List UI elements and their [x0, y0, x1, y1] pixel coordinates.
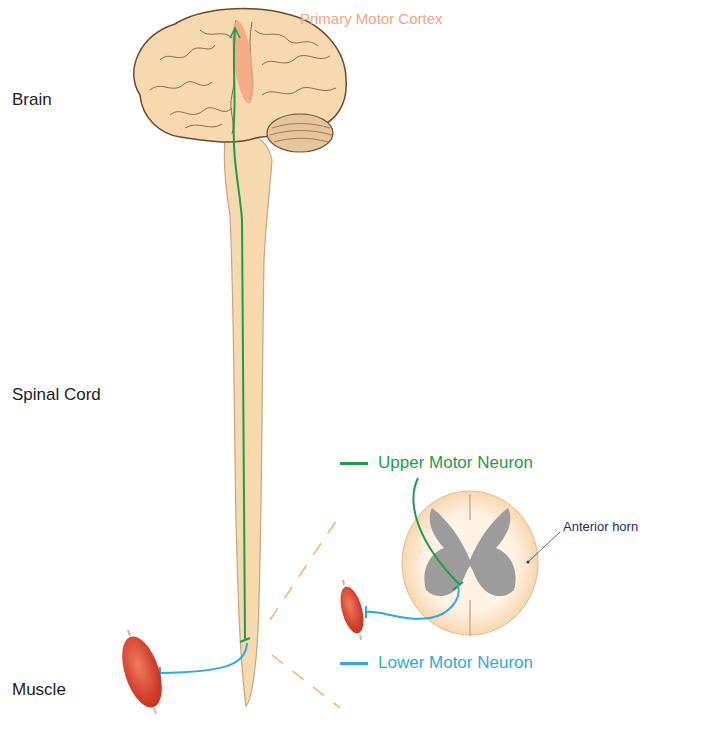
legend-text: Upper Motor Neuron	[378, 453, 678, 473]
part-label: Anterior horn	[563, 520, 703, 535]
legend-line-sample	[340, 662, 368, 665]
lower-motor-neuron-section	[366, 585, 459, 619]
tendon	[128, 630, 156, 714]
legend-line-sample	[340, 462, 368, 465]
region-label: Primary Motor Cortex	[300, 10, 560, 27]
neuron-dendrite	[230, 28, 240, 38]
synapse-tick	[240, 638, 250, 642]
region-label: Brain	[12, 90, 132, 110]
spinal-cord	[224, 128, 272, 706]
muscle	[114, 632, 169, 713]
median-fissure	[469, 494, 470, 636]
spinal-cord-cross-section	[402, 491, 538, 635]
legend-text: Lower Motor Neuron	[378, 653, 678, 673]
leader-dot	[526, 560, 529, 563]
cerebellum	[267, 114, 333, 152]
lower-motor-neuron-path	[160, 643, 247, 673]
muscle-small	[336, 584, 368, 636]
region-label: Spinal Cord	[12, 385, 172, 405]
gray-matter	[424, 508, 515, 596]
tendon	[343, 580, 361, 640]
neuromuscular-junction	[365, 606, 367, 618]
region-label: Muscle	[12, 680, 132, 700]
zoom-lines	[270, 515, 340, 708]
upper-motor-neuron-path	[234, 30, 245, 640]
upper-motor-neuron-section	[413, 478, 460, 585]
primary-motor-cortex-area	[228, 19, 258, 105]
leader-line	[528, 532, 560, 562]
cerebellum-folia	[270, 124, 332, 143]
